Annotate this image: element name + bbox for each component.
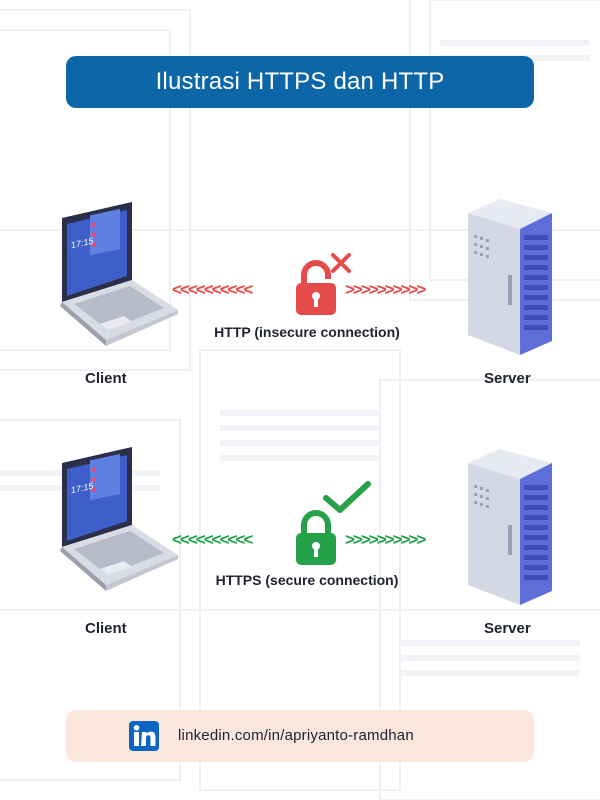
server-rack-https	[468, 449, 552, 605]
laptop-clock: 17:15	[71, 481, 94, 496]
http-right-arrows: >>>>>>>>>>	[345, 280, 426, 299]
laptop-clock: 17:15	[71, 236, 94, 251]
linkedin-url-link[interactable]: linkedin.com/in/apriyanto-ramdhan	[178, 727, 414, 744]
https-client-label: Client	[85, 620, 127, 637]
http-client-label: Client	[85, 370, 127, 387]
locked-padlock-icon	[296, 510, 336, 565]
https-connection-label: HTTPS (secure connection)	[215, 572, 399, 588]
http-connection-label: HTTP (insecure connection)	[214, 324, 400, 340]
client-laptop-https: 17:15	[60, 447, 178, 591]
https-server-label: Server	[484, 620, 531, 637]
https-left-arrows: <<<<<<<<<<	[172, 530, 253, 549]
page-title: Ilustrasi HTTPS dan HTTP	[66, 56, 534, 108]
https-right-arrows: >>>>>>>>>>	[345, 530, 426, 549]
http-server-label: Server	[484, 370, 531, 387]
linkedin-icon	[129, 721, 159, 751]
cross-icon	[331, 253, 351, 273]
unlocked-padlock-icon	[296, 260, 336, 315]
server-rack-http	[468, 199, 552, 355]
client-laptop-http: 17:15	[60, 202, 178, 346]
checkmark-icon	[323, 481, 371, 513]
http-left-arrows: <<<<<<<<<<	[172, 280, 253, 299]
